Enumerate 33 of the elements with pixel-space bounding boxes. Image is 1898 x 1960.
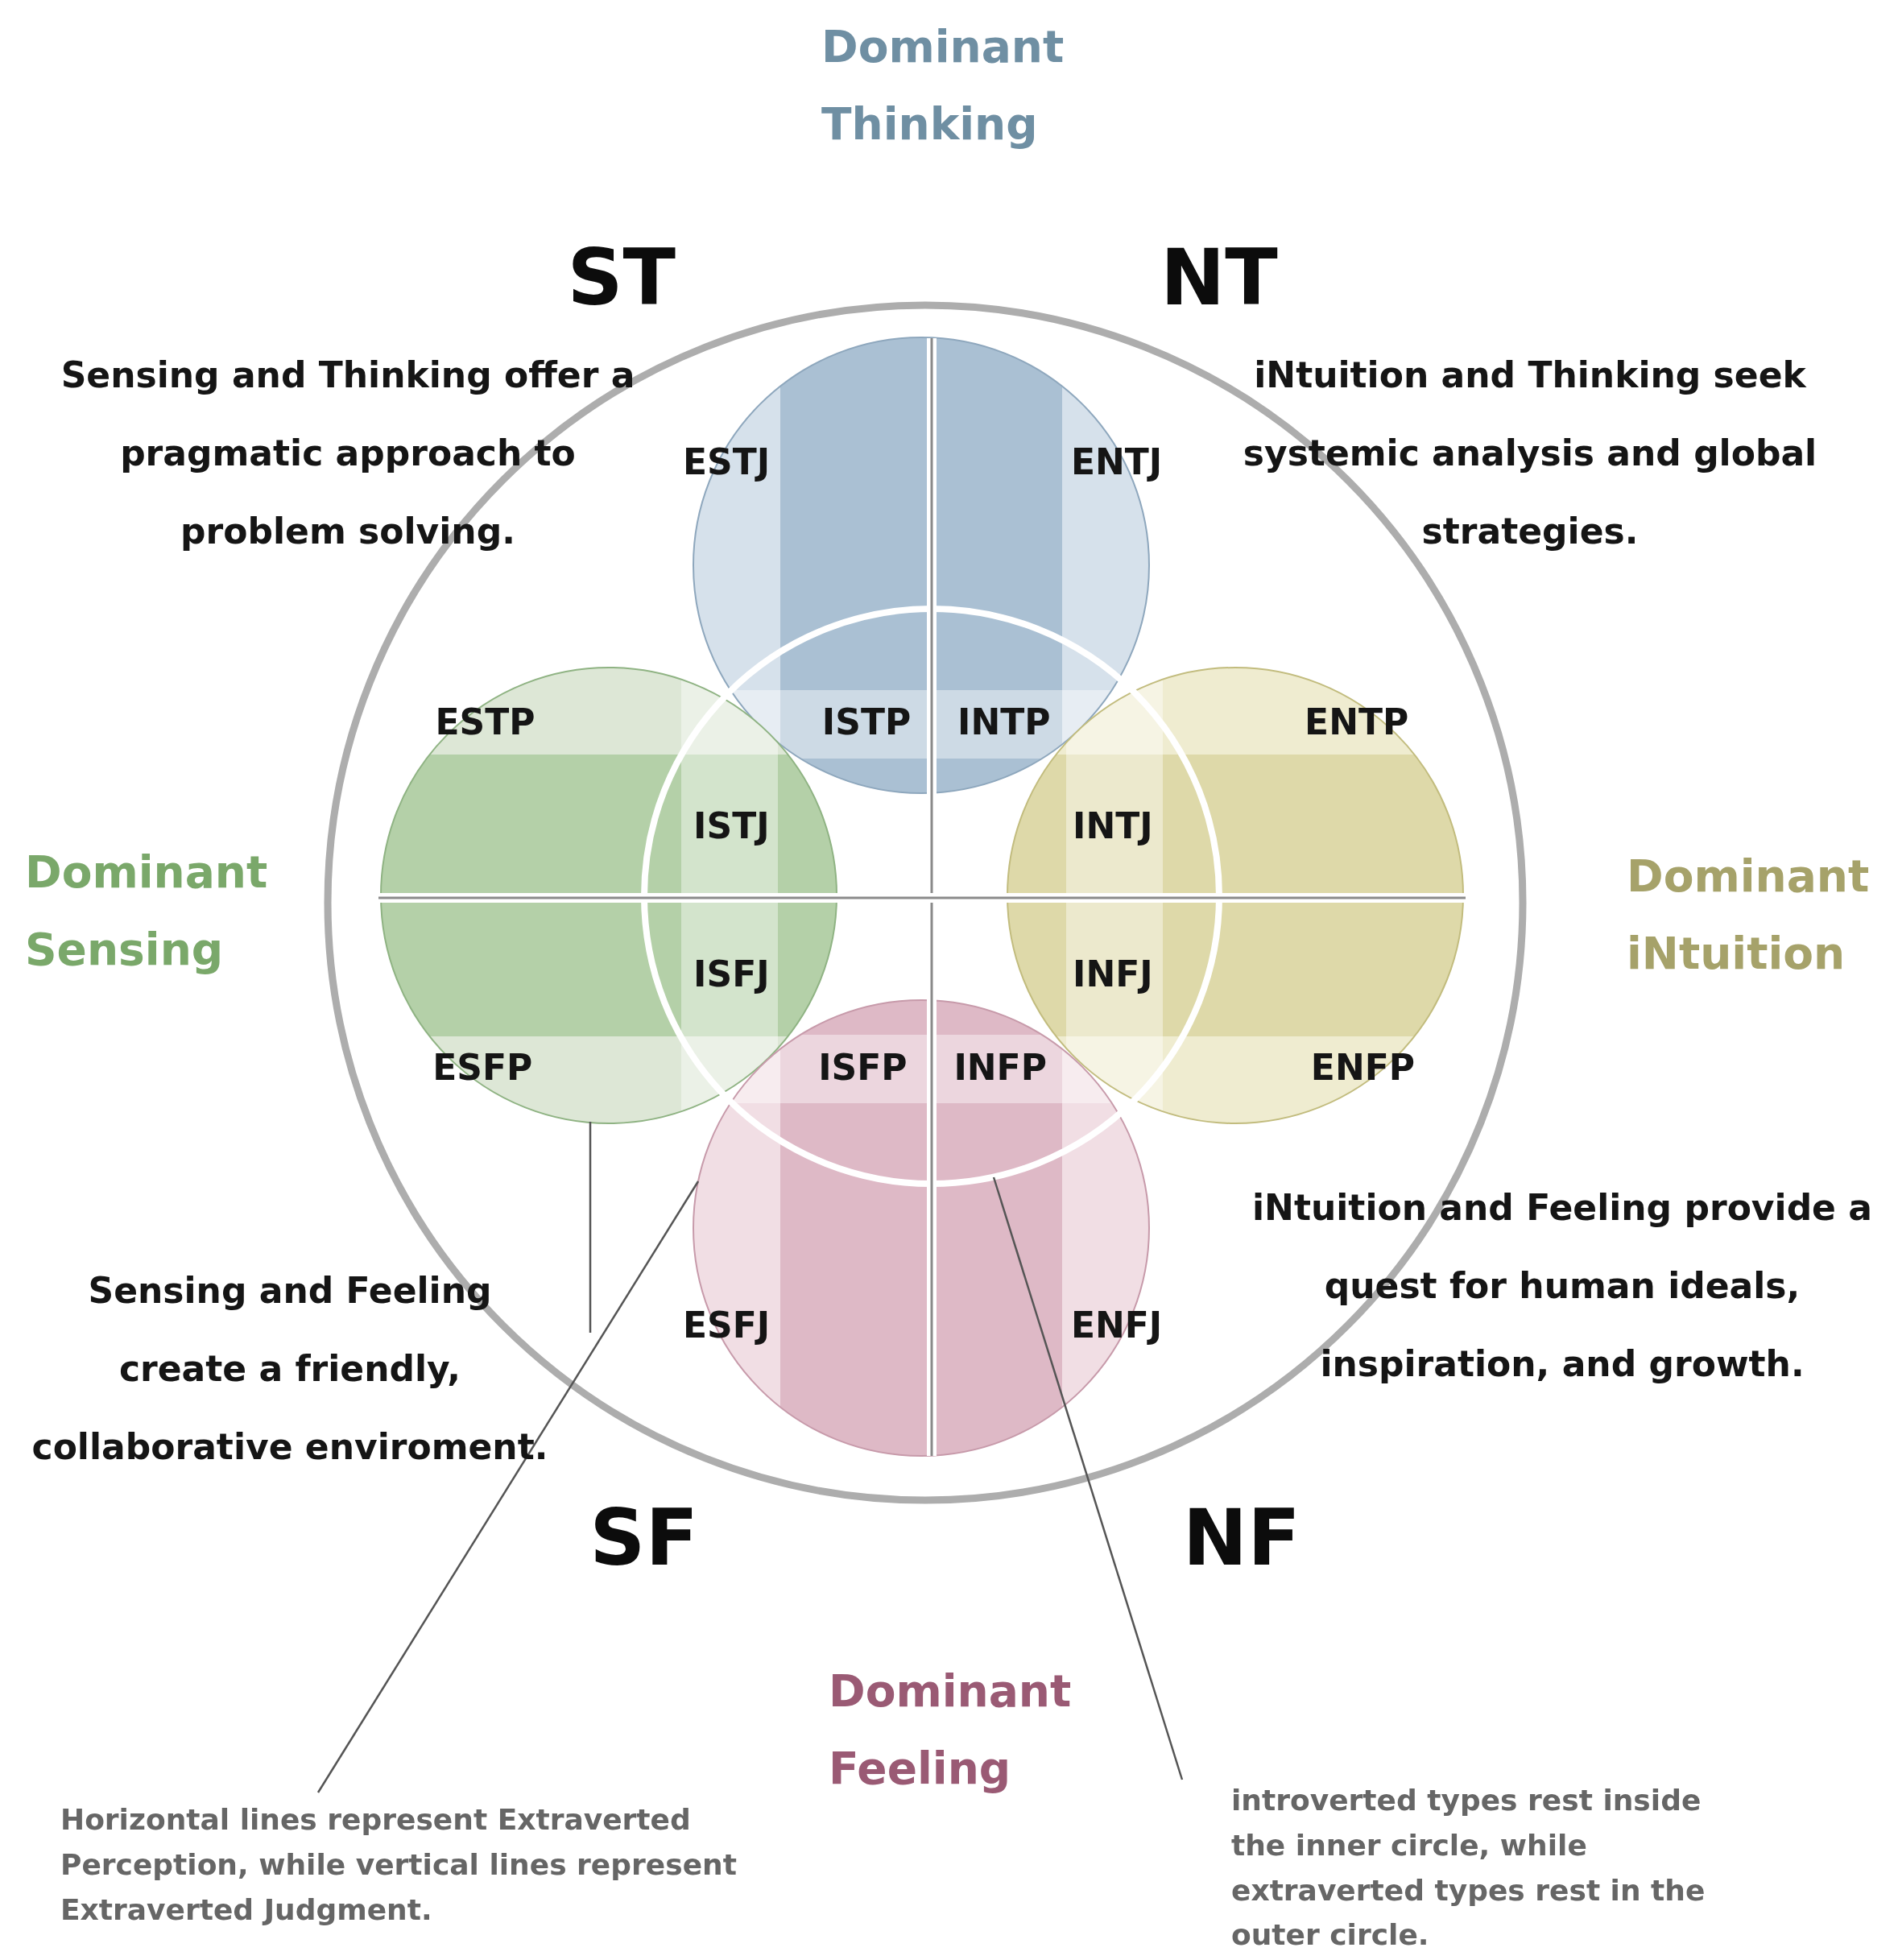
- inner-ring: [641, 606, 1222, 1187]
- type-label: INTP: [957, 705, 1051, 741]
- leader-line: [992, 1176, 1184, 1780]
- type-label: ESTP: [435, 705, 535, 741]
- type-label: INFJ: [1073, 956, 1153, 992]
- leader-line: [589, 1122, 592, 1333]
- description-text: iNtuition and Thinking seek systemic analysis and global strategies.: [1242, 354, 1818, 553]
- dominant-heading: Dominant Thinking: [821, 20, 1065, 152]
- type-label: ENFP: [1310, 1050, 1416, 1085]
- type-label: ENTP: [1305, 705, 1409, 741]
- quadrant-label: SF: [589, 1499, 698, 1577]
- dominant-heading: Dominant iNtuition: [1627, 850, 1871, 982]
- note-text: introverted types rest inside the inner circle, while extraverted types rest in the outer circle.: [1231, 1778, 1714, 1958]
- type-label: ISFP: [818, 1050, 908, 1085]
- dominant-heading: Dominant Feeling: [829, 1664, 1073, 1797]
- type-label: INFP: [953, 1050, 1047, 1085]
- type-label: ENTJ: [1070, 445, 1163, 481]
- type-label: ESFJ: [683, 1307, 771, 1343]
- quadrant-label: NT: [1160, 238, 1278, 316]
- leader-line: [316, 1181, 700, 1793]
- type-label: ESFP: [432, 1050, 533, 1085]
- quadrant-label: NF: [1182, 1499, 1300, 1577]
- type-label: ISTJ: [693, 808, 770, 845]
- dominant-heading: Dominant Sensing: [25, 846, 269, 978]
- type-label: ENFJ: [1070, 1307, 1163, 1343]
- type-label: ESTJ: [683, 445, 771, 481]
- note-text: Horizontal lines represent Extraverted Perception, while vertical lines represent Extraverted Judgment.: [60, 1797, 874, 1933]
- description-text: Sensing and Thinking offer a pragmatic approach to problem solving.: [60, 354, 636, 553]
- type-label: ISTP: [821, 705, 912, 741]
- quadrant-label: ST: [567, 238, 676, 316]
- description-text: iNtuition and Feeling provide a quest for human ideals, inspiration, and growth.: [1251, 1186, 1873, 1386]
- type-label: INTJ: [1073, 808, 1153, 845]
- type-label: ISFJ: [693, 956, 770, 992]
